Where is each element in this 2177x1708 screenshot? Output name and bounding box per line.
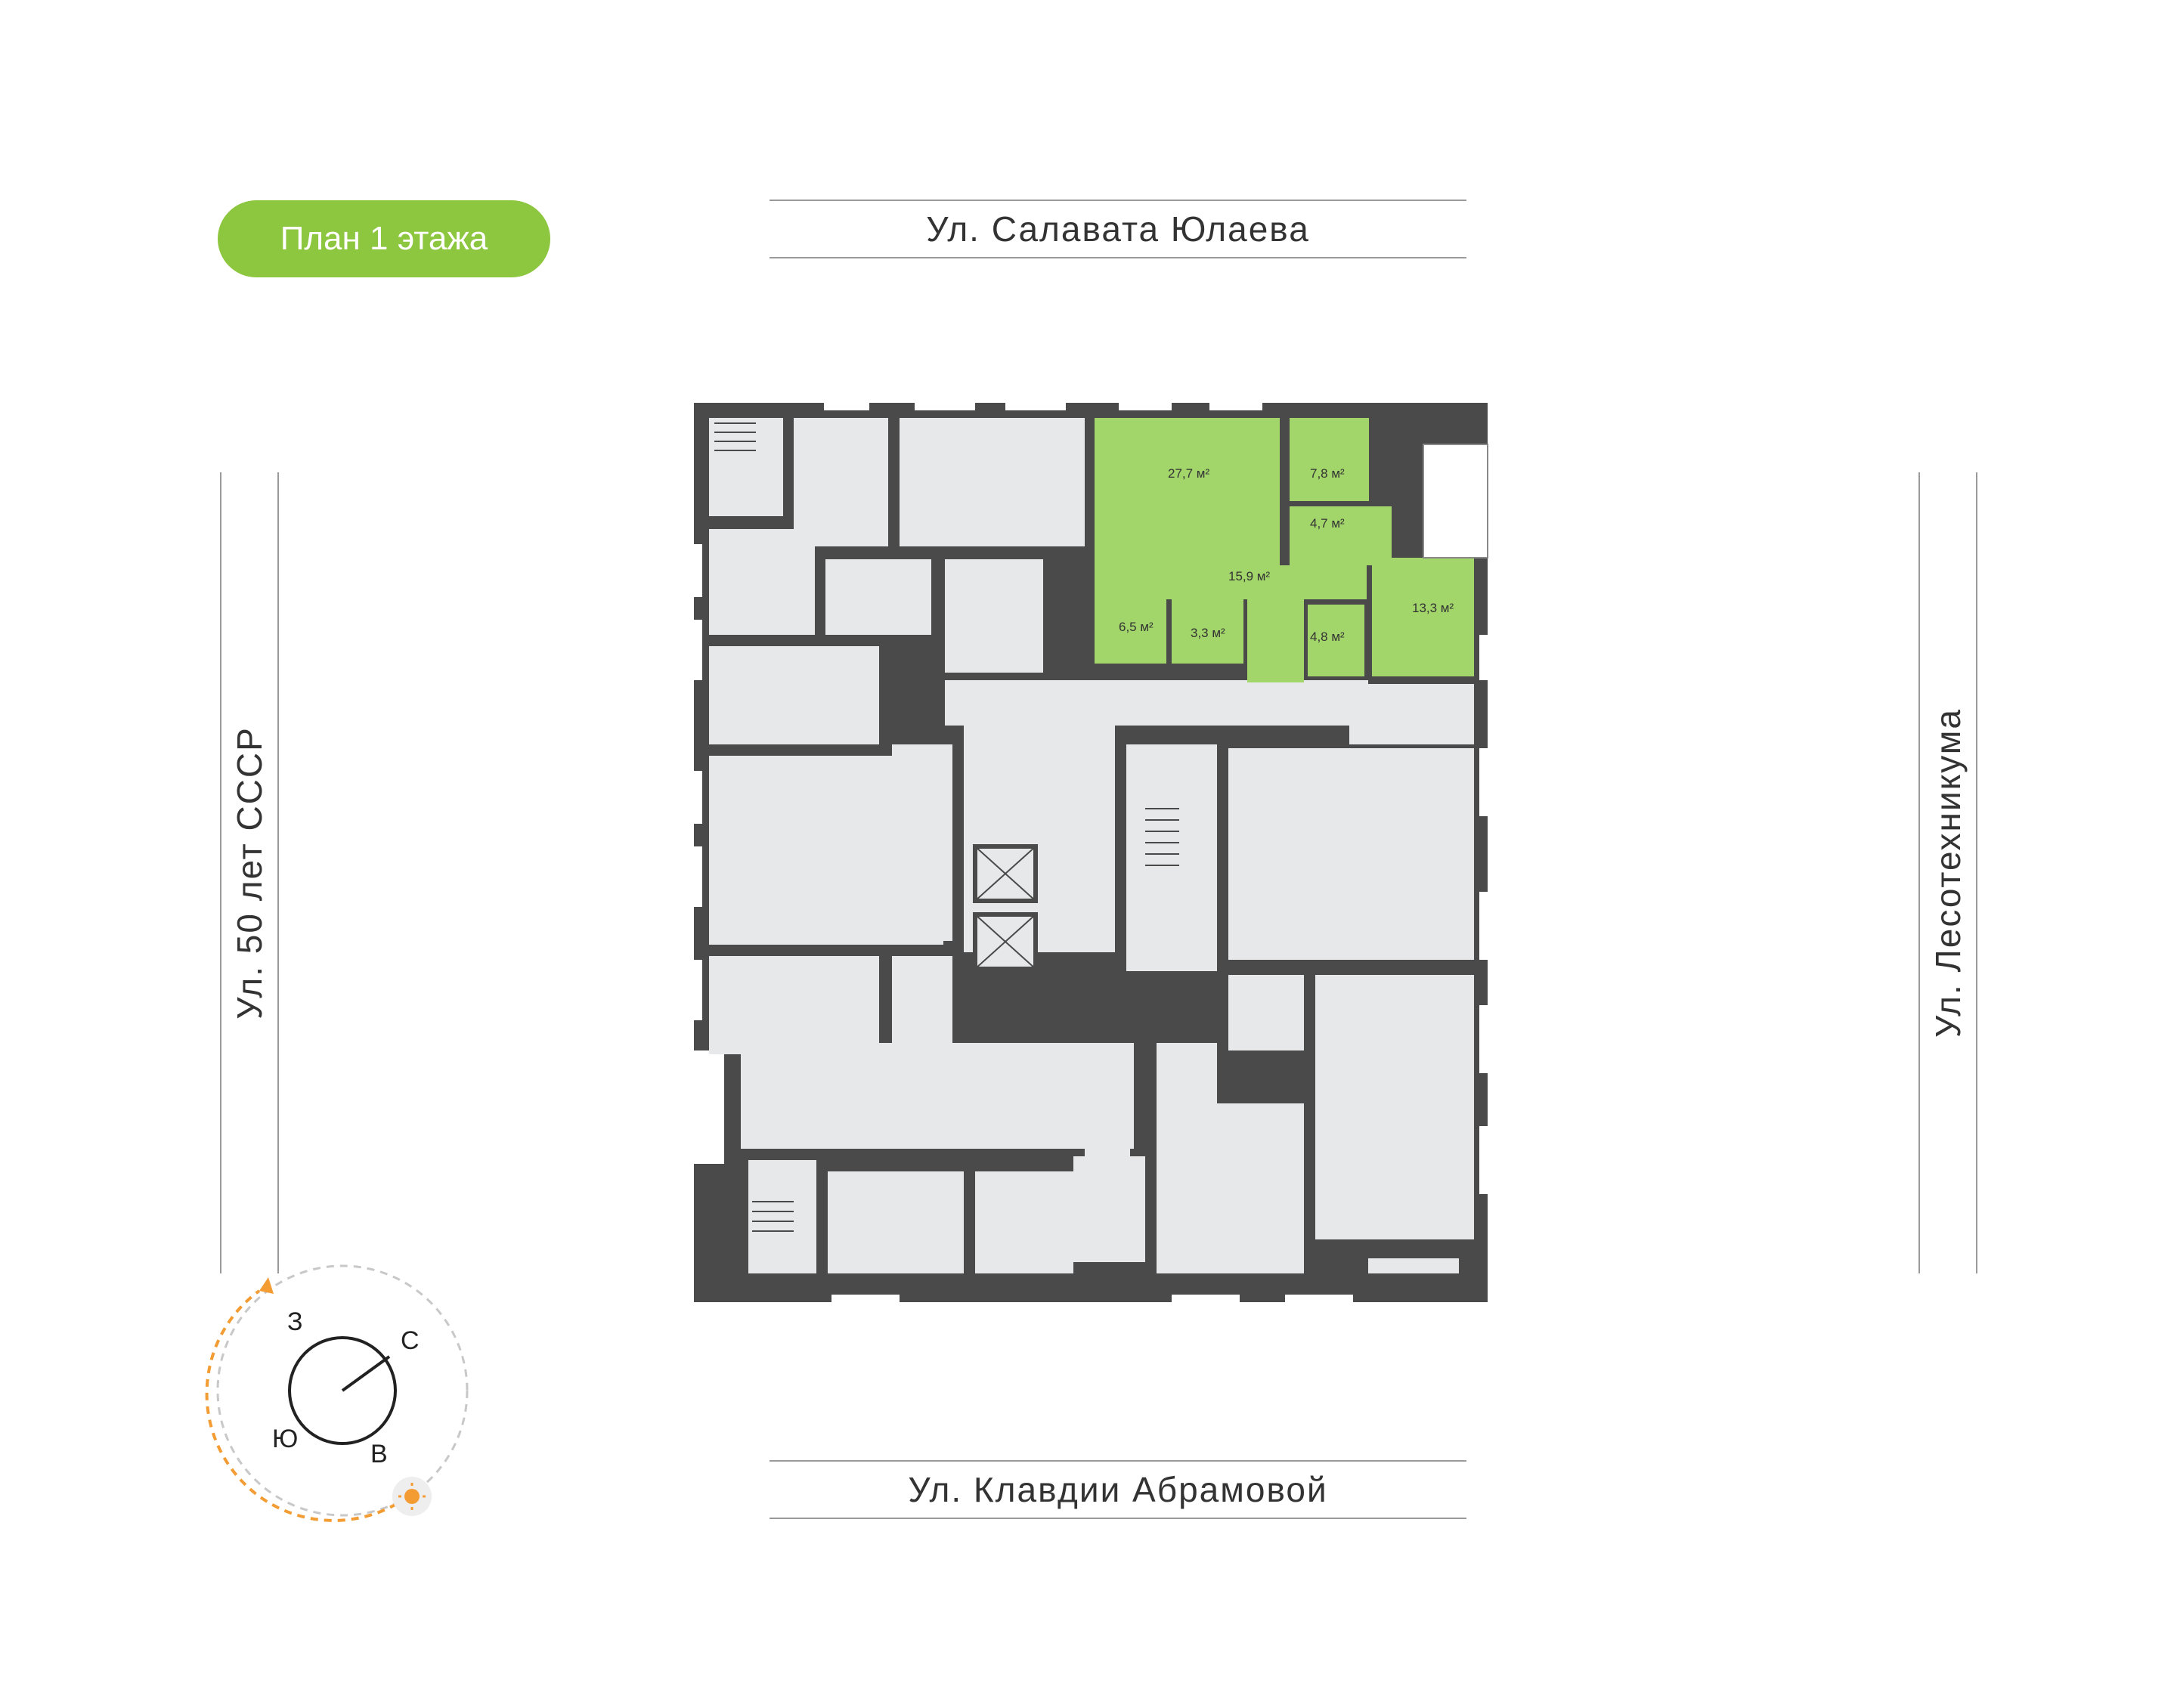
compass-circle: [288, 1336, 397, 1445]
area-living-label: 27,7 м²: [1168, 466, 1209, 481]
apartment-highlight: [1095, 418, 1474, 682]
sun-rays-icon: [398, 1483, 426, 1510]
room-storage: [1290, 506, 1392, 565]
windows: [694, 403, 1488, 1302]
room-hall: [1095, 565, 1367, 599]
rooms-grey: [709, 418, 1474, 1273]
area-labels: 27,7 м² 7,8 м² 4,7 м² 15,9 м² 13,3 м² 6,…: [1119, 466, 1454, 644]
area-shower-label: 4,8 м²: [1310, 630, 1345, 644]
area-bedroom-label: 13,3 м²: [1412, 601, 1454, 615]
street-top-label: Ул. Салавата Юлаева: [926, 209, 1310, 249]
compass-north-label: С: [401, 1326, 420, 1355]
room-hall-lower: [1247, 599, 1304, 682]
compass-dashed-ring: [216, 1264, 469, 1517]
street-bottom: Ул. Клавдии Абрамовой: [770, 1460, 1466, 1519]
stairs: [714, 422, 1179, 1232]
compass-south-label: Ю: [272, 1425, 298, 1453]
elevator-shafts: [973, 844, 1038, 971]
floor-label-badge: План 1 этажа: [218, 200, 550, 277]
area-storage-label: 4,7 м²: [1310, 516, 1345, 531]
compass-west-label: З: [287, 1307, 303, 1336]
room-bathroom: [1095, 599, 1166, 664]
room-wc: [1172, 599, 1243, 664]
room-living: [1095, 418, 1280, 565]
compass-east-label: В: [370, 1440, 388, 1468]
sun-icon: [404, 1489, 420, 1504]
area-kitchen-label: 7,8 м²: [1310, 466, 1345, 481]
sun-path-arrow-icon: [259, 1277, 274, 1294]
street-top: Ул. Салавата Юлаева: [770, 200, 1466, 258]
street-bottom-label: Ул. Клавдии Абрамовой: [908, 1470, 1328, 1509]
sun-path-arc: [205, 1289, 410, 1522]
room-bedroom: [1372, 558, 1474, 676]
room-shower: [1308, 605, 1364, 676]
room-kitchen: [1290, 418, 1369, 501]
compass-needle: [341, 1355, 391, 1392]
area-wc-label: 3,3 м²: [1191, 626, 1225, 640]
compass: С З Ю В: [205, 1264, 469, 1522]
area-bathroom-label: 6,5 м²: [1119, 620, 1154, 634]
area-hall-label: 15,9 м²: [1228, 569, 1270, 583]
balcony: [1423, 444, 1488, 559]
